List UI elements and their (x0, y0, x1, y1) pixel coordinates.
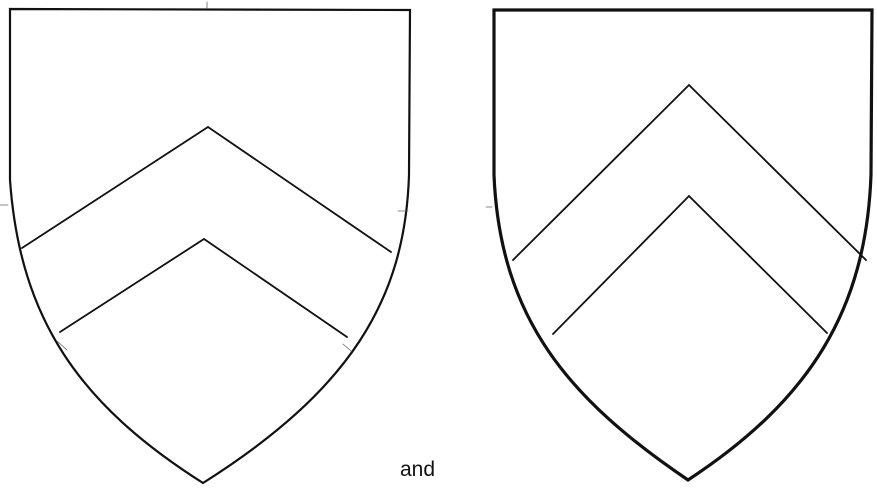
right-shield (486, 10, 872, 480)
left-shield-outline (10, 9, 410, 483)
right-chevron-bottom-edge (553, 196, 827, 334)
caption-and: and (400, 459, 435, 480)
right-shield-outline (494, 10, 872, 480)
left-guide-marks (0, 2, 408, 351)
left-chevron-bottom-edge (60, 239, 347, 337)
left-shield (0, 2, 410, 483)
right-chevron-top-edge (513, 85, 866, 260)
left-chevron-top-edge (22, 127, 391, 252)
